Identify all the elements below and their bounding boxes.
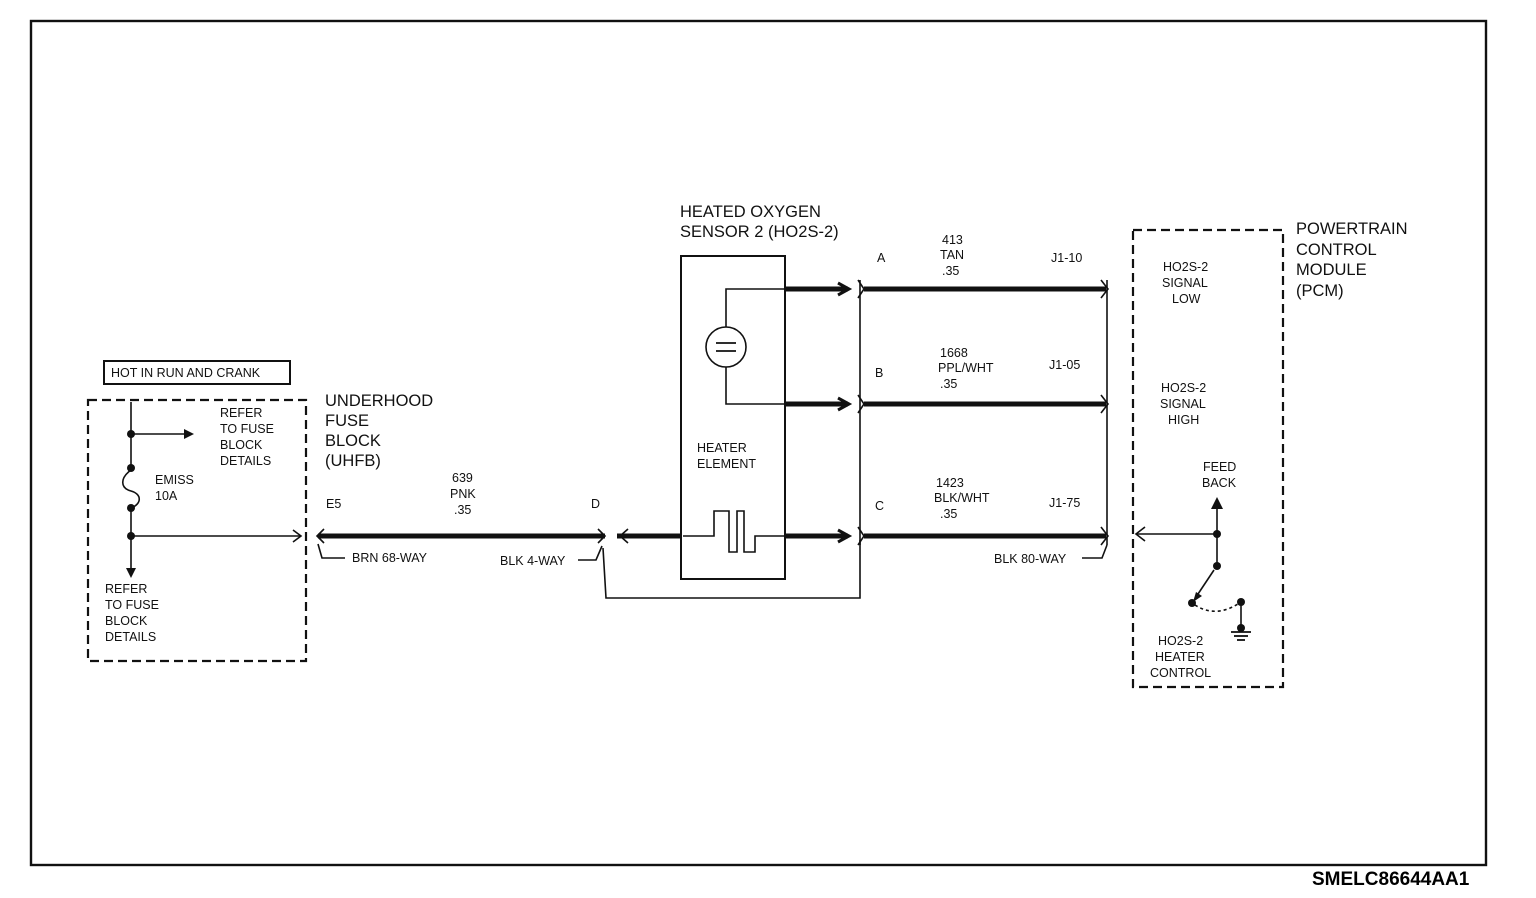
svg-text:LOW: LOW — [1172, 292, 1201, 306]
pcm-title: POWERTRAIN CONTROL MODULE (PCM) — [1296, 220, 1408, 300]
sensor-terminal-d: D — [591, 497, 600, 511]
svg-text:PNK: PNK — [450, 487, 476, 501]
svg-text:.35: .35 — [940, 377, 957, 391]
svg-text:TO FUSE: TO FUSE — [220, 422, 274, 436]
oxygen-cell-icon — [705, 326, 747, 368]
feedback-label: FEED BACK — [1202, 460, 1237, 490]
signal-low-label: HO2S-2 SIGNAL LOW — [1162, 260, 1208, 306]
svg-text:413: 413 — [942, 233, 963, 247]
svg-text:.35: .35 — [454, 503, 471, 517]
signal-high-label: HO2S-2 SIGNAL HIGH — [1160, 381, 1206, 427]
pcm-heater-driver — [1134, 497, 1251, 641]
hot-in-run-label: HOT IN RUN AND CRANK — [111, 366, 261, 380]
svg-text:REFER: REFER — [220, 406, 262, 420]
wire-1668-label: 1668 PPL/WHT .35 — [938, 346, 994, 391]
svg-text:1423: 1423 — [936, 476, 964, 490]
svg-text:REFER: REFER — [105, 582, 147, 596]
svg-text:(PCM): (PCM) — [1296, 282, 1344, 300]
svg-text:HEATED OXYGEN: HEATED OXYGEN — [680, 203, 821, 221]
diagram-frame — [29, 19, 1488, 867]
heater-element-label: HEATER ELEMENT — [697, 441, 756, 471]
pcm-pin-j1-10: J1-10 — [1051, 251, 1082, 265]
diagram-id: SMELC86644AA1 — [1312, 869, 1470, 890]
svg-text:FUSE: FUSE — [325, 412, 369, 430]
svg-text:MODULE: MODULE — [1296, 261, 1367, 279]
svg-text:.35: .35 — [940, 507, 957, 521]
pin-b-label: B — [875, 366, 883, 380]
svg-text:BLOCK: BLOCK — [105, 614, 148, 628]
svg-text:SIGNAL: SIGNAL — [1160, 397, 1206, 411]
wire-639-label: 639 PNK .35 — [450, 471, 476, 517]
svg-text:HIGH: HIGH — [1168, 413, 1199, 427]
uhfb-terminal-e5: E5 — [326, 497, 341, 511]
feedback-arrow-icon — [1211, 497, 1223, 509]
sensor-title: HEATED OXYGEN SENSOR 2 (HO2S-2) — [680, 203, 839, 241]
svg-text:BLK/WHT: BLK/WHT — [934, 491, 990, 505]
wire-1423-label: 1423 BLK/WHT .35 — [934, 476, 990, 521]
pcm-dashed-box — [1131, 228, 1285, 689]
svg-text:TO FUSE: TO FUSE — [105, 598, 159, 612]
sensor-housing — [680, 255, 786, 580]
svg-text:HO2S-2: HO2S-2 — [1158, 634, 1203, 648]
pin-a-label: A — [877, 251, 886, 265]
pin-c-label: C — [875, 499, 884, 513]
svg-text:.35: .35 — [942, 264, 959, 278]
hot-in-run-label-box: HOT IN RUN AND CRANK — [103, 360, 291, 385]
refer-bottom-label: REFER TO FUSE BLOCK DETAILS — [105, 582, 159, 644]
svg-text:BLOCK: BLOCK — [325, 432, 381, 450]
svg-text:DETAILS: DETAILS — [220, 454, 271, 468]
fuse-label: EMISS 10A — [155, 473, 194, 503]
svg-text:DETAILS: DETAILS — [105, 630, 156, 644]
svg-text:EMISS: EMISS — [155, 473, 194, 487]
svg-text:HEATER: HEATER — [697, 441, 747, 455]
heater-element-icon — [683, 510, 784, 553]
svg-text:10A: 10A — [155, 489, 178, 503]
sensor-cell-circuit — [705, 288, 784, 405]
pcm-connector-label: BLK 80-WAY — [994, 552, 1067, 566]
svg-text:HO2S-2: HO2S-2 — [1161, 381, 1206, 395]
svg-text:UNDERHOOD: UNDERHOOD — [325, 392, 433, 410]
uhfb-internal-circuit — [121, 402, 303, 578]
svg-text:BACK: BACK — [1202, 476, 1237, 490]
refer-top-label: REFER TO FUSE BLOCK DETAILS — [220, 406, 274, 468]
heater-control-label: HO2S-2 HEATER CONTROL — [1150, 634, 1211, 680]
sensor-connector-label: BLK 4-WAY — [500, 554, 566, 568]
svg-text:TAN: TAN — [940, 248, 964, 262]
uhfb-connector-label: BRN 68-WAY — [352, 551, 428, 565]
switch-icon — [1194, 603, 1239, 613]
svg-text:HEATER: HEATER — [1155, 650, 1205, 664]
fuse-icon — [121, 469, 141, 509]
svg-text:CONTROL: CONTROL — [1150, 666, 1211, 680]
svg-text:HO2S-2: HO2S-2 — [1163, 260, 1208, 274]
svg-text:639: 639 — [452, 471, 473, 485]
svg-text:FEED: FEED — [1203, 460, 1236, 474]
uhfb-title: UNDERHOOD FUSE BLOCK (UHFB) — [325, 392, 433, 470]
svg-text:1668: 1668 — [940, 346, 968, 360]
svg-text:CONTROL: CONTROL — [1296, 241, 1377, 259]
svg-text:(UHFB): (UHFB) — [325, 452, 381, 470]
pcm-pin-j1-75: J1-75 — [1049, 496, 1080, 510]
svg-text:PPL/WHT: PPL/WHT — [938, 361, 994, 375]
wire-413-label: 413 TAN .35 — [940, 233, 964, 278]
svg-text:SIGNAL: SIGNAL — [1162, 276, 1208, 290]
svg-text:POWERTRAIN: POWERTRAIN — [1296, 220, 1408, 238]
pcm-pin-j1-05: J1-05 — [1049, 358, 1080, 372]
svg-text:ELEMENT: ELEMENT — [697, 457, 756, 471]
svg-text:SENSOR 2 (HO2S-2): SENSOR 2 (HO2S-2) — [680, 223, 839, 241]
ground-icon — [1231, 631, 1251, 641]
svg-text:BLOCK: BLOCK — [220, 438, 263, 452]
uhfb-dashed-box — [86, 398, 308, 663]
